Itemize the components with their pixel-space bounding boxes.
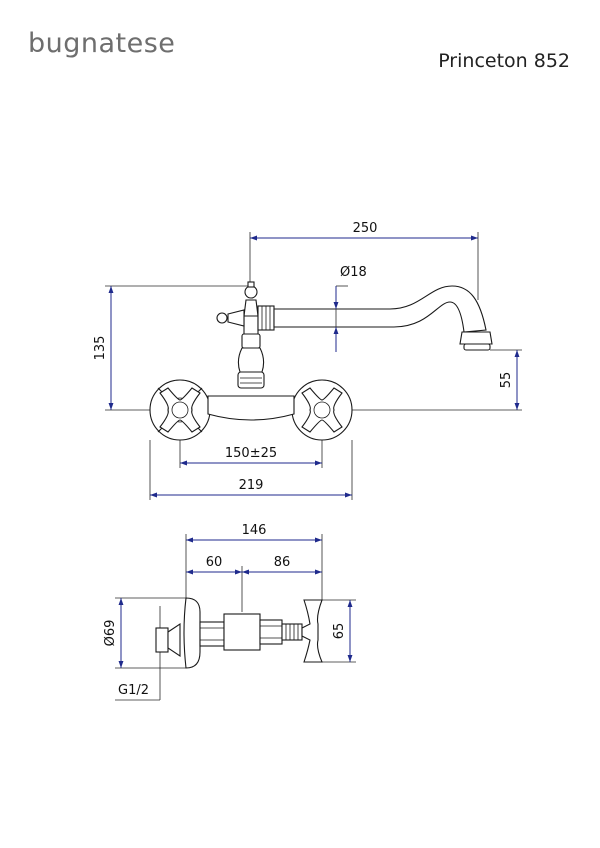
- left-handle-rosette: [149, 379, 211, 441]
- dim-total-depth: 146: [242, 523, 267, 538]
- dim-spout-diameter: Ø18: [340, 265, 367, 280]
- right-handle-rosette: [291, 379, 353, 441]
- dim-handle-height: 65: [332, 623, 347, 640]
- dim-depth-a: 60: [206, 555, 223, 570]
- dim-thread: G1/2: [118, 683, 149, 698]
- faucet-spout: [257, 285, 493, 351]
- dim-depth-b: 86: [274, 555, 291, 570]
- model-name: Princeton 852: [438, 50, 570, 72]
- dim-overall-width: 219: [239, 478, 264, 493]
- rosette-profile: [183, 597, 201, 669]
- dim-center-distance: 150±25: [225, 446, 277, 461]
- dim-spout-drop: 55: [499, 372, 514, 389]
- body-block: [223, 613, 261, 651]
- inlet-fitting: [155, 627, 169, 653]
- front-view: 250 Ø18 135 55 150±25 219: [93, 221, 522, 500]
- dim-height: 135: [93, 336, 108, 361]
- faucet-column: [216, 281, 265, 389]
- dim-spout-length: 250: [353, 221, 378, 236]
- handle-profile: [301, 599, 323, 663]
- body-nut: [199, 621, 225, 647]
- brand-logo: bugnatese: [28, 28, 176, 59]
- dim-rosette-diameter: Ø69: [103, 620, 118, 647]
- side-view: 146 60 86 Ø69 65 G1/2: [103, 523, 356, 701]
